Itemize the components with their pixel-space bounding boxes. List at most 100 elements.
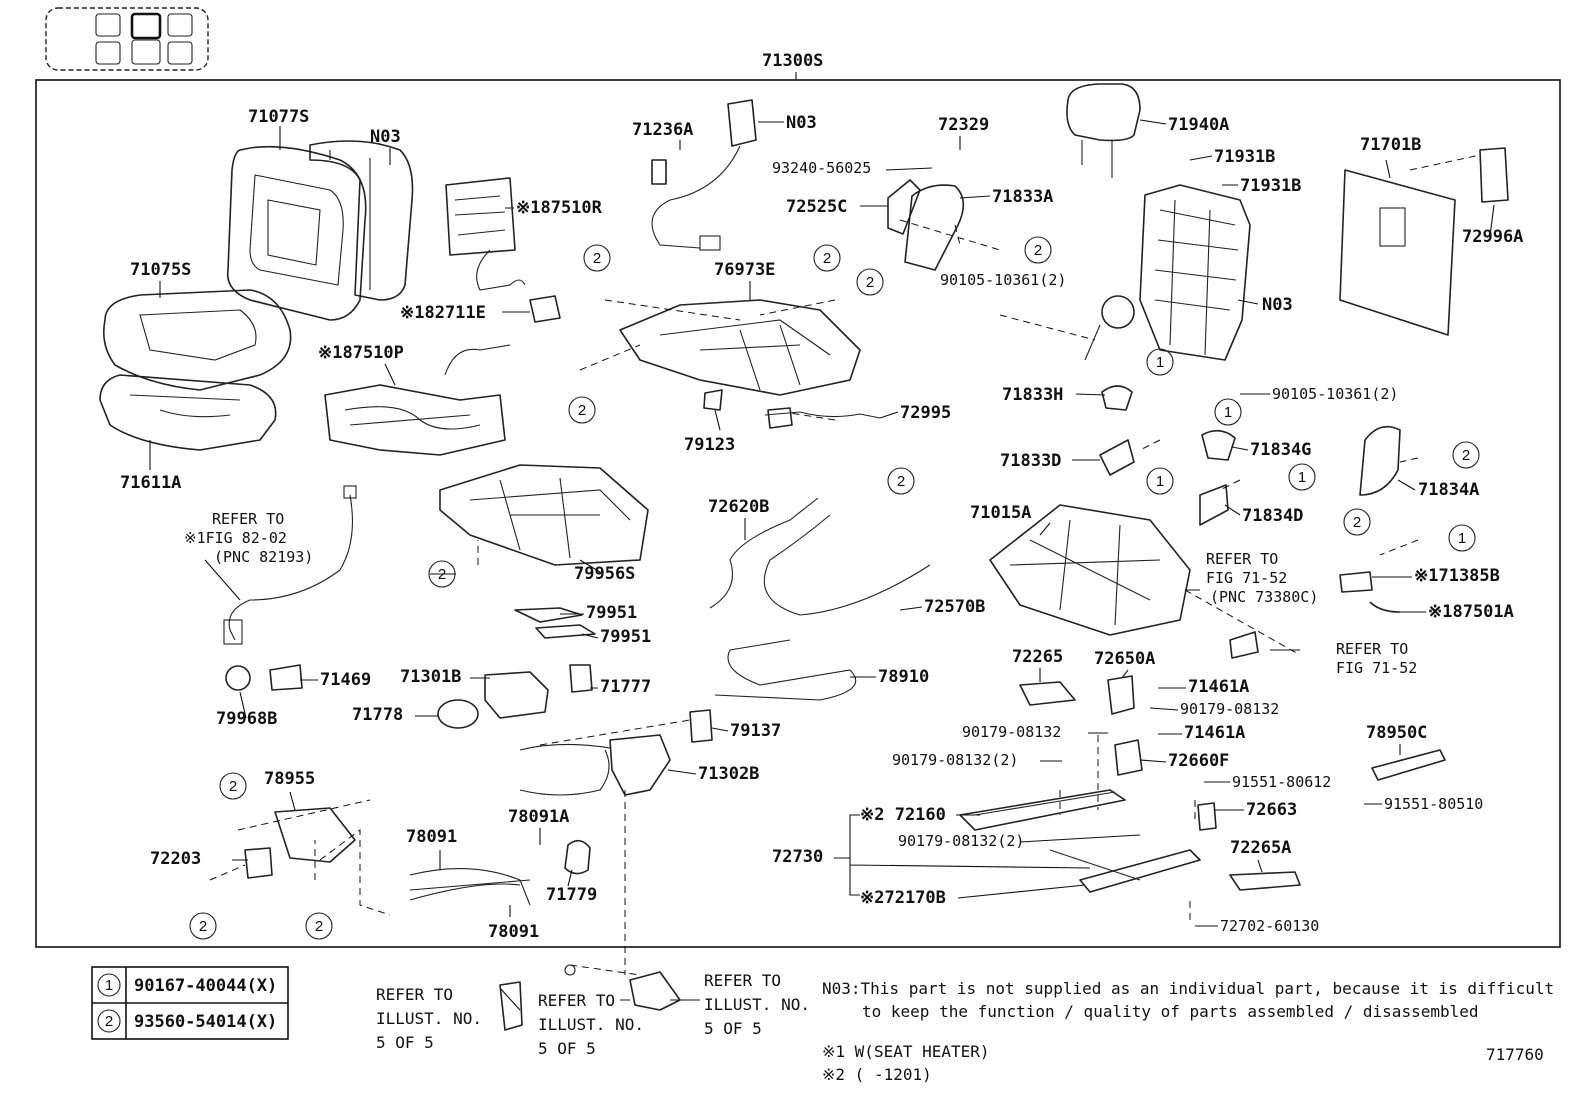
svg-text:REFER TO: REFER TO xyxy=(538,991,615,1010)
callout-78091: 78091 xyxy=(488,922,539,942)
svg-text:2: 2 xyxy=(1462,447,1470,464)
cover-72265A xyxy=(1229,871,1301,891)
svg-text:2: 2 xyxy=(315,918,323,935)
svg-text:REFER TO: REFER TO xyxy=(704,971,781,990)
callout-72996A: 72996A xyxy=(1462,227,1523,247)
seat-cushion-pad xyxy=(99,374,277,451)
handle-72203 xyxy=(244,847,273,879)
seat-location-icon xyxy=(45,7,209,71)
reference-fig-71-52-a: REFER TO FIG 71-52 (PNC 73380C) xyxy=(1206,550,1318,606)
callout-71940A: 71940A xyxy=(1168,115,1229,135)
callout-187501A: ※187501A xyxy=(1428,602,1514,622)
bracket-72650A xyxy=(1107,675,1135,715)
callout-71833A: 71833A xyxy=(992,187,1053,207)
callout-72660F: 72660F xyxy=(1168,751,1229,771)
callout-72203: 72203 xyxy=(150,849,201,869)
bracket-71469 xyxy=(269,664,303,691)
cover-71777 xyxy=(569,664,593,693)
cap-79968B xyxy=(225,665,251,691)
cable-78910 xyxy=(714,639,857,701)
svg-text:FIG 71-52: FIG 71-52 xyxy=(1206,569,1287,587)
marker-2: 2 xyxy=(219,772,247,800)
svg-text:ILLUST. NO.: ILLUST. NO. xyxy=(704,995,810,1014)
marker-2: 2 xyxy=(887,467,915,495)
callout-72730: 72730 xyxy=(772,847,823,867)
seat-back-frame xyxy=(1084,184,1251,361)
callout-187510P: ※187510P xyxy=(318,343,404,363)
bracket-illust-a xyxy=(499,981,523,1031)
marker-2: 2 xyxy=(568,396,596,424)
callout-71834D: 71834D xyxy=(1242,506,1303,526)
callout-90179-08132: 90179-08132 xyxy=(1180,700,1279,718)
svg-text:ILLUST. NO.: ILLUST. NO. xyxy=(538,1015,644,1034)
callout-91551-80612: 91551-80612 xyxy=(1232,773,1331,791)
reference-illust-5-of-5-c: REFER TO ILLUST. NO. 5 OF 5 xyxy=(704,971,810,1038)
cover-72265 xyxy=(1019,681,1076,706)
legend-part-1: 90167-40044(X) xyxy=(134,976,277,996)
svg-text:1: 1 xyxy=(1458,530,1466,547)
svg-text:2: 2 xyxy=(578,402,586,419)
seat-heater-switch xyxy=(529,295,561,323)
callout-78091A: 78091A xyxy=(508,807,569,827)
callout-71833H: 71833H xyxy=(1002,385,1063,405)
rod-78950C xyxy=(1371,749,1446,781)
svg-text:2: 2 xyxy=(823,250,831,267)
seat-belt-buckle xyxy=(651,99,757,251)
callout-71301B: 71301B xyxy=(400,667,461,687)
bracket-72660F xyxy=(1114,739,1143,776)
callout-71701B: 71701B xyxy=(1360,135,1421,155)
svg-text:5 OF 5: 5 OF 5 xyxy=(704,1019,762,1038)
svg-text:1: 1 xyxy=(1298,469,1306,486)
callout-71461A: 71461A xyxy=(1188,677,1249,697)
svg-text:2: 2 xyxy=(438,566,446,583)
svg-text:FIG 71-52: FIG 71-52 xyxy=(1336,659,1417,677)
callout-72995: 72995 xyxy=(900,403,951,423)
leader-lines xyxy=(149,119,1495,1011)
note-star2: ※2 ( -1201) xyxy=(822,1065,932,1084)
cover-73380C xyxy=(1229,631,1259,659)
bracket-71834D xyxy=(1199,484,1229,526)
seat-track-72170B xyxy=(1049,849,1201,893)
callout-71075S: 71075S xyxy=(130,260,191,280)
reference-notes: REFER TO ※1FIG 82-02 (PNC 82193) REFER T… xyxy=(184,510,1417,1058)
callout-72170B: ※272170B xyxy=(860,888,946,908)
callout-71777: 71777 xyxy=(600,677,651,697)
svg-text:2: 2 xyxy=(866,274,874,291)
svg-text:1: 1 xyxy=(1224,404,1232,421)
assembly-part-no: 71300S xyxy=(762,51,823,71)
callout-N03: N03 xyxy=(1262,295,1293,315)
svg-text:(PNC 73380C): (PNC 73380C) xyxy=(1210,588,1318,606)
callout-72663: 72663 xyxy=(1246,800,1297,820)
seat-back-pad xyxy=(309,140,414,301)
marker-1: 1 xyxy=(1146,467,1174,495)
headrest xyxy=(1066,83,1141,178)
wire-harness xyxy=(228,494,353,641)
cable-72995 xyxy=(764,407,881,429)
note-n03-line2: to keep the function / quality of parts … xyxy=(862,1002,1479,1021)
assembly-frame xyxy=(35,79,1561,948)
svg-text:1: 1 xyxy=(1156,473,1164,490)
marker-2: 2 xyxy=(1024,236,1052,264)
seat-track-bracket xyxy=(619,299,861,396)
marker-1: 1 xyxy=(1146,348,1174,376)
callout-90179-08132: 90179-08132 xyxy=(962,723,1061,741)
cover-71834A xyxy=(1359,425,1401,496)
legend-marker-2: 2 xyxy=(105,1013,113,1030)
callout-79951: 79951 xyxy=(586,603,637,623)
reference-fig-82-02: REFER TO ※1FIG 82-02 (PNC 82193) xyxy=(184,510,313,566)
cable-78091A xyxy=(519,743,611,796)
cover-71834G xyxy=(1201,429,1236,461)
cover-71833D xyxy=(1099,439,1135,476)
callout-72525C: 72525C xyxy=(786,197,847,217)
svg-text:5 OF 5: 5 OF 5 xyxy=(376,1033,434,1052)
callout-71834G: 71834G xyxy=(1250,440,1311,460)
callout-76973E: 76973E xyxy=(714,260,775,280)
svg-text:1: 1 xyxy=(1156,354,1164,371)
callout-71611A: 71611A xyxy=(120,473,181,493)
callout-72329: 72329 xyxy=(938,115,989,135)
callout-71469: 71469 xyxy=(320,670,371,690)
marker-1: 1 xyxy=(1448,524,1476,552)
callout-72570B: 72570B xyxy=(924,597,985,617)
callout-71461A: 71461A xyxy=(1184,723,1245,743)
